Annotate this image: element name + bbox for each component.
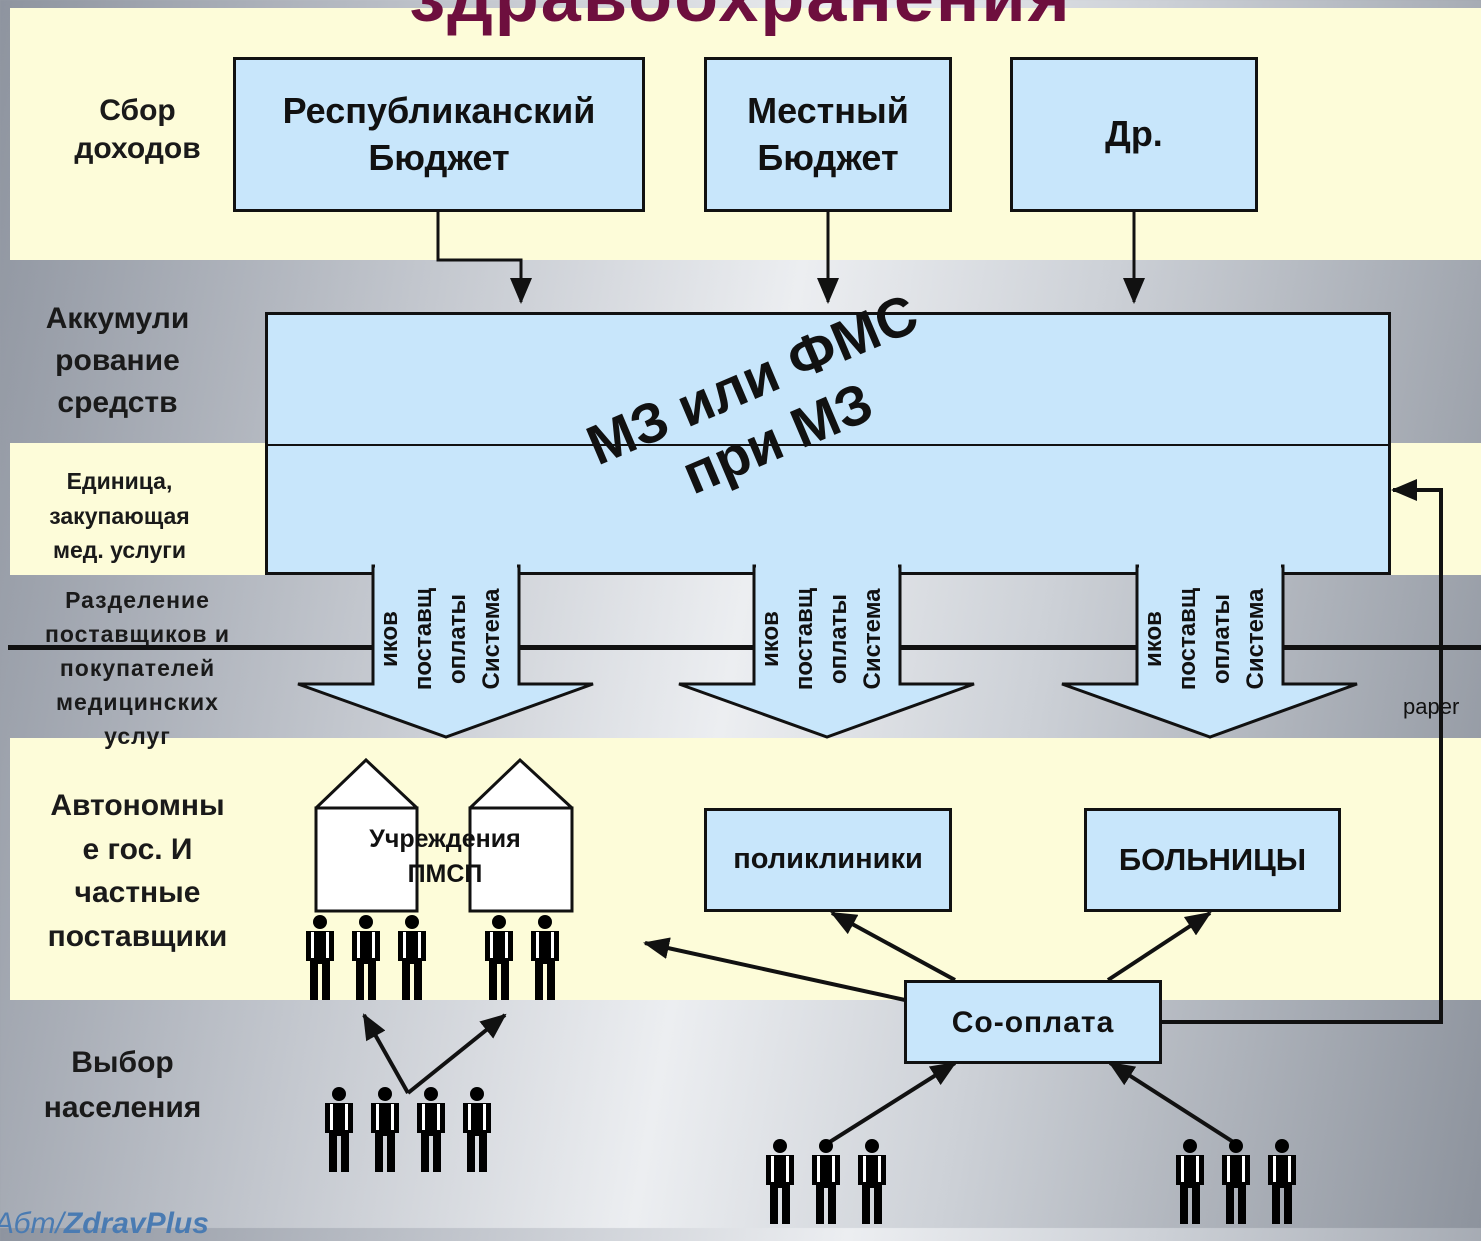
row-label-revenue: Сбор доходов bbox=[74, 94, 201, 165]
payment-word-2: оплаты bbox=[1208, 594, 1235, 684]
other-source-box: Др. bbox=[1010, 57, 1258, 212]
people-to-copay-arrow-left bbox=[823, 1061, 957, 1147]
payment-word-1: Система bbox=[478, 588, 505, 690]
choice-arrow-right bbox=[406, 1013, 507, 1095]
copay-box: Со-оплата bbox=[904, 980, 1162, 1064]
population-group-choice bbox=[325, 1087, 491, 1172]
staff-group-left bbox=[306, 915, 426, 1000]
payment-system-label-3: Система оплаты поставщ иков bbox=[1137, 574, 1273, 704]
row-label-pooling: Аккумули рование средств bbox=[45, 302, 190, 419]
phc-label: Учреждения ПМСП bbox=[369, 825, 521, 888]
payment-system-label-2: Система оплаты поставщ иков bbox=[754, 574, 890, 704]
payment-word-4: иков bbox=[757, 611, 784, 667]
row-label-split: Разделение поставщиков и покупателей мед… bbox=[44, 587, 231, 750]
row-label-providers: Автономны е гос. И частные поставщики bbox=[47, 789, 228, 953]
payment-arrow-3 bbox=[1061, 564, 1358, 739]
fund-box-divider bbox=[268, 444, 1388, 446]
logo-part-1: Абт bbox=[0, 1207, 56, 1240]
split-separator-line bbox=[8, 645, 1481, 650]
row-label-choice: Выбор населения bbox=[43, 1046, 202, 1124]
payment-word-2: оплаты bbox=[825, 594, 852, 684]
payment-word-1: Система bbox=[1242, 588, 1269, 690]
payment-arrow-2 bbox=[678, 564, 975, 739]
payment-system-label-1: Система оплаты поставщ иков bbox=[373, 574, 509, 704]
payment-word-3: поставщ bbox=[410, 587, 437, 691]
population-group-copay-left bbox=[766, 1139, 886, 1224]
payment-word-2: оплаты bbox=[444, 594, 471, 684]
payment-word-4: иков bbox=[1140, 611, 1167, 667]
footer-logo: Абт/ZdravPlus bbox=[0, 1207, 209, 1241]
copay-to-phc-arrow bbox=[643, 937, 906, 1002]
payment-word-3: поставщ bbox=[1174, 587, 1201, 691]
payment-arrow-1 bbox=[297, 564, 594, 739]
logo-part-2: ZdravPlus bbox=[63, 1207, 209, 1240]
paper-label: paper bbox=[1403, 694, 1460, 719]
population-group-copay-right bbox=[1176, 1139, 1296, 1224]
choice-arrow-left bbox=[362, 1013, 410, 1094]
payment-word-1: Система bbox=[859, 588, 886, 690]
republican-budget-box: Республиканский Бюджет bbox=[233, 57, 645, 212]
copay-to-polyclinics-arrow bbox=[830, 911, 956, 982]
local-budget-box: Местный Бюджет bbox=[704, 57, 952, 212]
phc-house-right bbox=[468, 757, 574, 913]
connector-republican-to-fund bbox=[436, 212, 532, 304]
paper-feedback-line bbox=[1160, 479, 1443, 1024]
people-to-copay-arrow-right bbox=[1108, 1061, 1240, 1147]
phc-house-left bbox=[314, 757, 419, 913]
copay-to-hospitals-arrow bbox=[1106, 911, 1212, 982]
hospitals-box: БОЛЬНИЦЫ bbox=[1084, 808, 1341, 912]
row-label-purchaser: Единица, закупающая мед. услуги bbox=[49, 468, 190, 563]
payment-word-4: иков bbox=[376, 611, 403, 667]
payment-word-3: поставщ bbox=[791, 587, 818, 691]
page-title: здравоохранения bbox=[0, 0, 1481, 38]
staff-group-right bbox=[485, 915, 559, 1000]
polyclinics-box: поликлиники bbox=[704, 808, 952, 912]
